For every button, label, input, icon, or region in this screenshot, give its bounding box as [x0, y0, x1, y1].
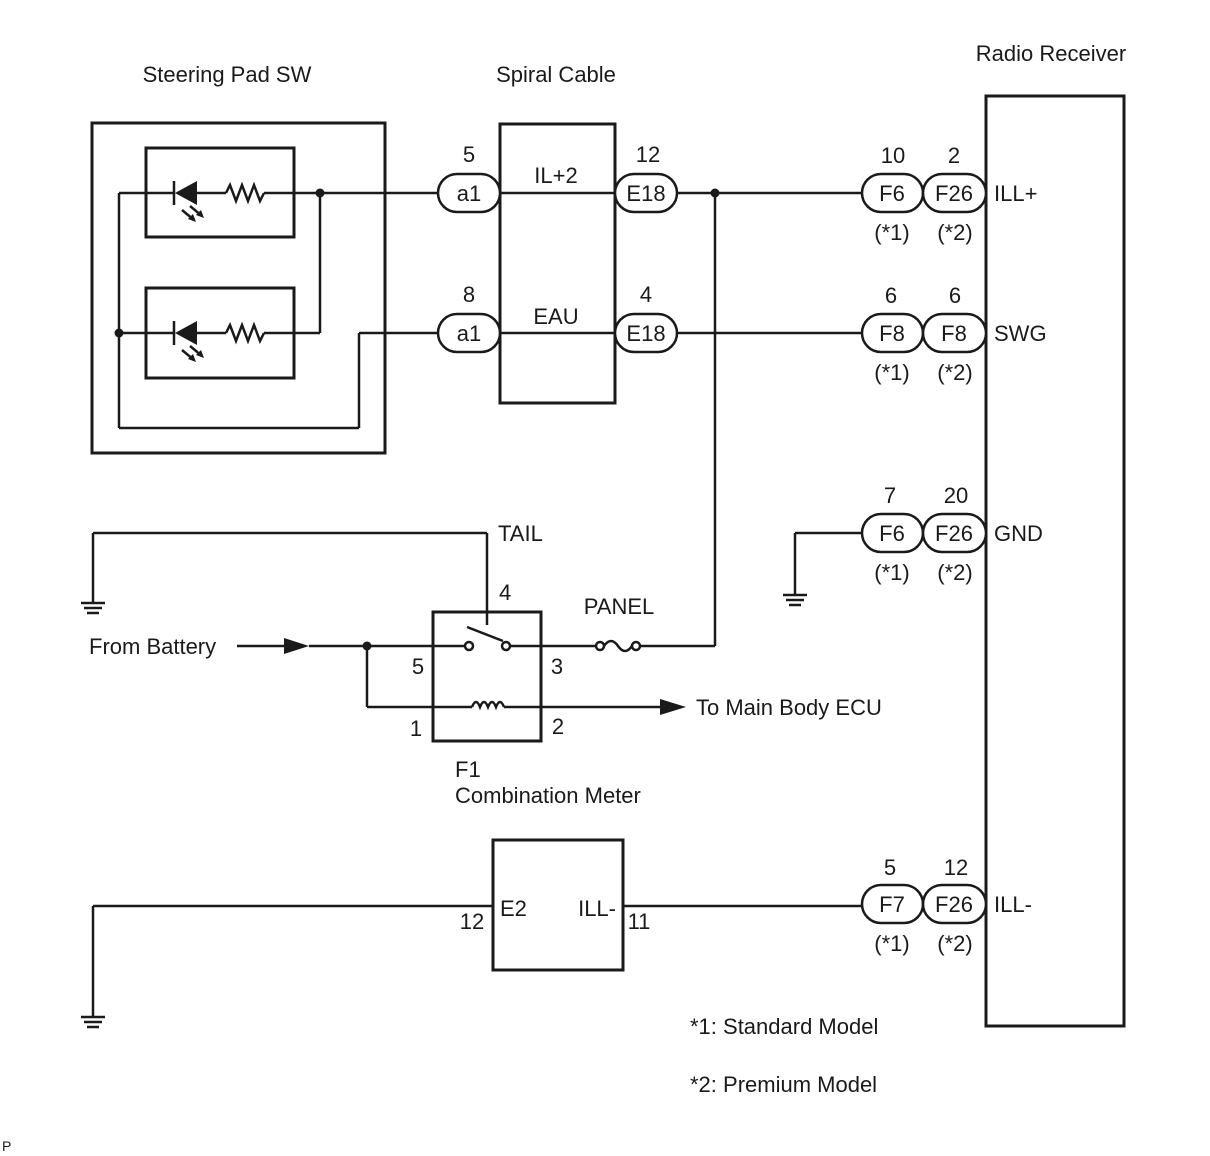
- connector-label: F26: [935, 181, 973, 206]
- battery-arrow: [237, 638, 367, 654]
- signal-label: ILL+: [994, 181, 1037, 206]
- signal-label: SWG: [994, 321, 1047, 346]
- e2-label: E2: [500, 896, 527, 921]
- model-note: (*1): [874, 220, 909, 245]
- model-note: (*1): [874, 360, 909, 385]
- note-premium-model: *2: Premium Model: [690, 1072, 877, 1097]
- note-standard-model: *1: Standard Model: [690, 1014, 878, 1039]
- relay-switch: [367, 625, 595, 652]
- tail-label: TAIL: [498, 521, 543, 546]
- pin-number: 20: [944, 483, 968, 508]
- pin-number: 10: [881, 143, 905, 168]
- pin-number: 8: [463, 282, 475, 307]
- connector-label: E18: [626, 181, 665, 206]
- steering-pad-sw-title: Steering Pad SW: [143, 62, 312, 87]
- pin-number: 3: [551, 654, 563, 679]
- connector-a1-eau: [436, 312, 502, 354]
- model-note: (*2): [937, 220, 972, 245]
- model-note: (*2): [937, 931, 972, 956]
- spiral-cable-title: Spiral Cable: [496, 62, 616, 87]
- pin-number: 2: [552, 714, 564, 739]
- led-resistor-upper: [119, 181, 438, 222]
- led-resistor-lower: [119, 321, 320, 362]
- pin-number: 7: [884, 483, 896, 508]
- pin-number: 5: [884, 855, 896, 880]
- connector-label: F8: [879, 321, 905, 346]
- pin-number: 12: [636, 142, 660, 167]
- model-note: (*1): [874, 560, 909, 585]
- receiver-row-swg: F8 F8 6 6 (*1) (*2) SWG: [860, 283, 1047, 385]
- relay-coil: [365, 646, 686, 715]
- signal-eau: EAU: [533, 304, 578, 329]
- pin-number: 1: [410, 716, 422, 741]
- receiver-row-ill-minus: F7 F26 5 12 (*1) (*2) ILL-: [860, 855, 1032, 956]
- pin-number: 12: [944, 855, 968, 880]
- pin-number: 6: [885, 283, 897, 308]
- panel-fuse: [594, 639, 715, 653]
- pin-number: 4: [640, 282, 652, 307]
- signal-label: ILL-: [994, 892, 1032, 917]
- combination-meter-code: F1: [455, 757, 481, 782]
- corner-mark: P: [2, 1138, 11, 1154]
- from-battery-label: From Battery: [89, 634, 216, 659]
- radio-receiver-box: [984, 94, 1126, 1028]
- e2-ground-wire: [81, 904, 493, 1029]
- pin-number: 12: [460, 909, 484, 934]
- pin-number: 4: [499, 580, 511, 605]
- combination-meter-title: Combination Meter: [455, 783, 641, 808]
- connector-label: E18: [626, 321, 665, 346]
- tail-ground-wire: [81, 531, 489, 625]
- pin-number: 5: [412, 654, 424, 679]
- radio-receiver-title: Radio Receiver: [976, 41, 1126, 66]
- model-note: (*2): [937, 360, 972, 385]
- relay-box: [431, 610, 543, 743]
- pin-number: 2: [948, 143, 960, 168]
- connector-label: F26: [935, 892, 973, 917]
- panel-label: PANEL: [584, 594, 655, 619]
- receiver-row-gnd: F6 F26 7 20 (*1) (*2) GND: [783, 483, 1043, 607]
- connector-label: F26: [935, 521, 973, 546]
- spiral-cable-box: [498, 122, 617, 405]
- steering-pad-internal-wiring: [114, 188, 438, 430]
- connector-label: a1: [457, 181, 481, 206]
- connector-label: a1: [457, 321, 481, 346]
- pin-number: 6: [949, 283, 961, 308]
- receiver-row-ill-plus: F6 F26 10 2 (*1) (*2) ILL+: [860, 143, 1037, 245]
- model-note: (*1): [874, 931, 909, 956]
- to-main-body-ecu-label: To Main Body ECU: [696, 695, 882, 720]
- connector-label: F8: [941, 321, 967, 346]
- pin-number: 11: [628, 909, 651, 934]
- pin-number: 5: [463, 142, 475, 167]
- connector-label: F6: [879, 521, 905, 546]
- connector-label: F6: [879, 181, 905, 206]
- model-note: (*2): [937, 560, 972, 585]
- signal-il2: IL+2: [534, 163, 577, 188]
- ill-minus-label: ILL-: [578, 896, 616, 921]
- signal-label: GND: [994, 521, 1043, 546]
- steering-pad-sw-box: [90, 121, 387, 455]
- connector-a1-il: [436, 172, 502, 214]
- connector-label: F7: [879, 892, 905, 917]
